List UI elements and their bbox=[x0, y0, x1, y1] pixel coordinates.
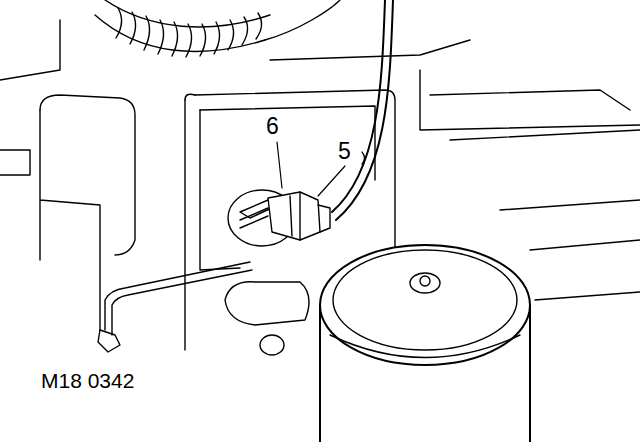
pipe bbox=[112, 270, 252, 335]
leader-line bbox=[277, 142, 282, 188]
frame-line bbox=[270, 40, 470, 60]
motor-body bbox=[225, 282, 309, 325]
motor-terminal bbox=[240, 208, 268, 228]
frame-line bbox=[430, 90, 630, 110]
bulkhead-panel bbox=[185, 94, 195, 100]
frame-line bbox=[530, 240, 640, 300]
callout-number: 5 bbox=[337, 140, 352, 163]
housing bbox=[0, 150, 30, 175]
bulkhead-panel bbox=[200, 110, 240, 270]
corrugated-hose bbox=[95, 0, 340, 57]
leader-mark bbox=[362, 152, 365, 164]
electrical-connector bbox=[268, 192, 320, 240]
pipe bbox=[105, 262, 250, 330]
frame-line bbox=[0, 20, 60, 80]
frame-line bbox=[500, 200, 640, 210]
leader-line bbox=[318, 166, 345, 196]
harness-cable bbox=[332, 0, 385, 212]
fixing bbox=[260, 335, 284, 355]
reservoir bbox=[320, 245, 530, 442]
callout-number: 6 bbox=[265, 115, 280, 138]
harness-cable bbox=[336, 0, 393, 220]
housing bbox=[40, 110, 100, 330]
electrical-connector bbox=[290, 192, 300, 240]
frame-line bbox=[420, 70, 640, 130]
figure-code: M18 0342 bbox=[40, 370, 135, 391]
bulkhead-panel bbox=[184, 100, 185, 350]
pipe-union bbox=[98, 330, 120, 352]
electrical-connector bbox=[318, 205, 330, 232]
bulkhead-panel bbox=[200, 106, 375, 180]
housing bbox=[40, 95, 135, 255]
frame-line bbox=[450, 130, 640, 140]
